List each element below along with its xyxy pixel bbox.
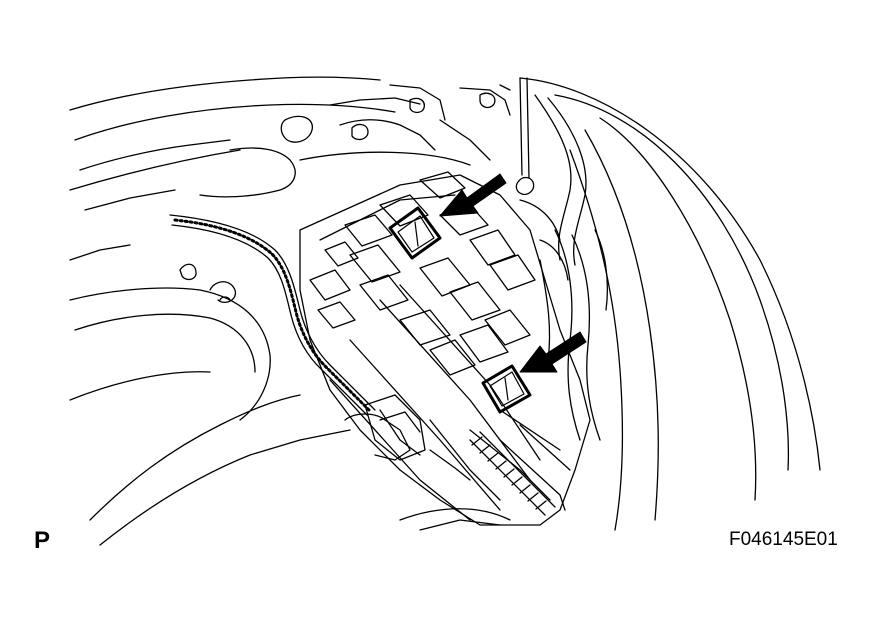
highlighted-relay-lower: [481, 364, 532, 414]
view-code-label: P: [34, 527, 51, 554]
upper-left-bracket-outline: [69, 76, 511, 211]
air-intake-cover: [69, 244, 351, 546]
arrow-upper: [439, 173, 507, 217]
figure-id-label: F046145E01: [729, 529, 838, 550]
highlighted-relay-upper: [388, 206, 442, 260]
ribbed-cable: [169, 214, 376, 416]
relay-blocks: [309, 171, 536, 376]
lower-connectors: [364, 394, 511, 531]
body-panel-outline: [519, 77, 821, 531]
fuse-row: [469, 424, 571, 516]
relay-box-body: [299, 174, 591, 526]
arrow-lower: [519, 331, 587, 373]
wire-harness: [519, 94, 609, 441]
vertical-rod: [515, 77, 535, 196]
